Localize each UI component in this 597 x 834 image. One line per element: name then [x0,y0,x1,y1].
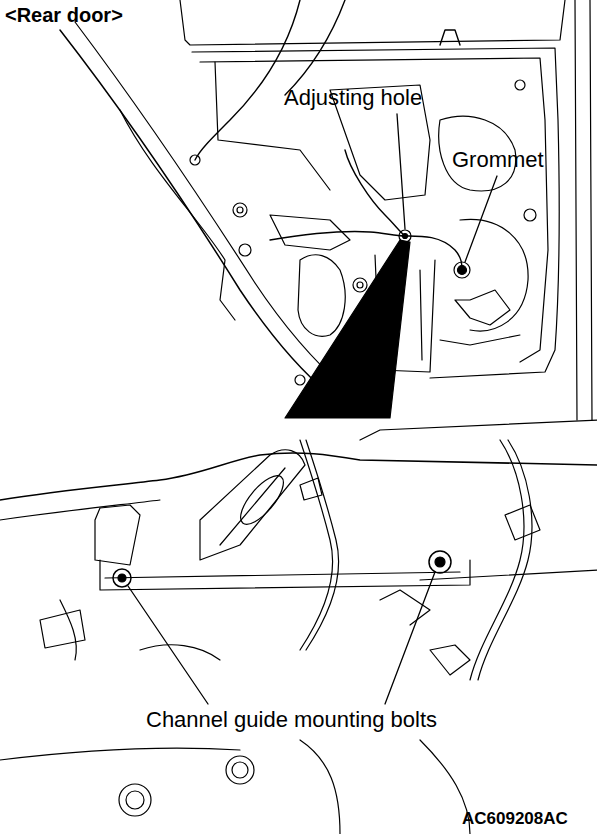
channel-guide [200,450,305,560]
door-inner-panel [60,0,592,420]
zoom-wedge [285,240,410,418]
view-title: <Rear door> [5,4,123,26]
part-label: Channel guide mounting bolts [146,708,437,732]
part-label: Adjusting hole [284,86,422,110]
channel-guide-bracket [95,505,140,565]
figure-code: AC609208AC [462,810,568,829]
part-label: Grommet [452,148,544,172]
wire-harness [195,0,462,270]
detail-view [0,420,597,834]
mounting-bolt [429,551,451,573]
leader-line [128,114,497,704]
mounting-bolt [113,569,131,587]
